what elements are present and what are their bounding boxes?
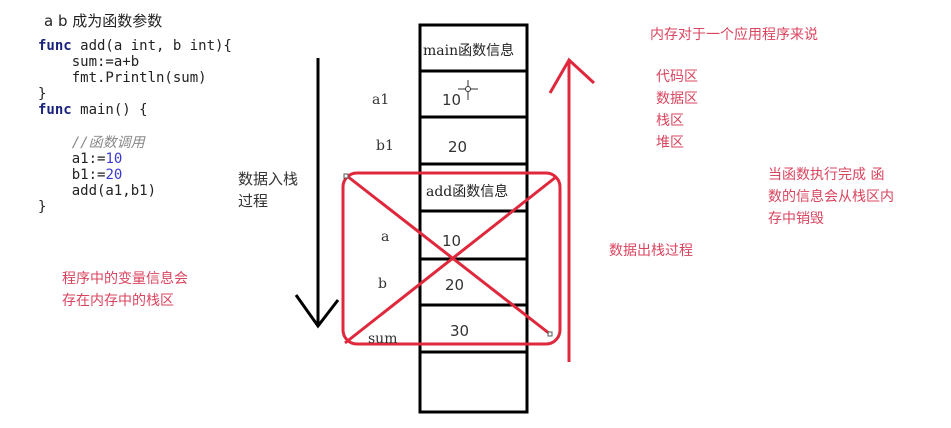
push-process-note: 数据入栈 过程 — [238, 170, 299, 210]
pop-process-note: 数据出栈过程 — [609, 243, 693, 259]
code-block: func add(a int, b int){ sum:=a+b fmt.Pri… — [38, 38, 232, 215]
pop-arrow-icon — [548, 57, 596, 362]
stack-value-b: 20 — [445, 276, 465, 294]
stack-value-a1: 10 — [442, 91, 462, 109]
stack-value-a: 10 — [442, 232, 462, 250]
stack-label-b: b — [378, 276, 387, 292]
code-line: add(a1,b1) — [38, 183, 157, 199]
memory-area-code: 代码区 — [656, 69, 698, 85]
code-line: sum:=a+b — [38, 54, 140, 70]
code-line: } — [38, 86, 47, 102]
code-line: func add(a int, b int){ — [38, 38, 232, 54]
stack-cell-add-info: add函数信息 — [426, 184, 509, 200]
code-line: } — [38, 199, 47, 215]
code-line: func main() { — [38, 102, 148, 118]
push-arrow-icon — [294, 58, 340, 329]
stack-value-sum: 30 — [450, 322, 470, 340]
memory-areas-list: 代码区 数据区 栈区 堆区 — [656, 66, 698, 154]
crosshair-cursor-icon — [458, 80, 478, 100]
stack-label-a: a — [381, 229, 390, 245]
code-line: fmt.Println(sum) — [38, 70, 207, 86]
stack-box — [418, 23, 529, 414]
keyword: func — [38, 38, 72, 54]
cross-out-icon — [344, 174, 557, 345]
memory-area-data: 数据区 — [656, 91, 698, 107]
stack-value-b1: 20 — [448, 138, 468, 156]
memory-area-stack: 栈区 — [656, 113, 684, 129]
memory-title: 内存对于一个应用程序来说 — [650, 27, 818, 43]
keyword: func — [38, 102, 72, 118]
add-frame-highlight — [341, 171, 562, 346]
stack-cell-main-info: main函数信息 — [423, 43, 515, 59]
stack-label-b1: b1 — [376, 138, 394, 154]
stack-label-a1: a1 — [372, 92, 390, 108]
heading: a b 成为函数参数 — [44, 12, 163, 30]
code-line: b1:=20 — [38, 167, 123, 183]
memory-area-heap: 堆区 — [656, 135, 684, 151]
destroy-note: 当函数执行完成 函 数的信息会从栈区内 存中销毁 — [768, 167, 894, 227]
code-line: a1:=10 — [38, 151, 123, 167]
stack-label-sum: sum — [368, 331, 398, 347]
code-comment: //函数调用 — [38, 135, 145, 151]
stack-region-note: 程序中的变量信息会 存在内存中的栈区 — [62, 271, 188, 309]
